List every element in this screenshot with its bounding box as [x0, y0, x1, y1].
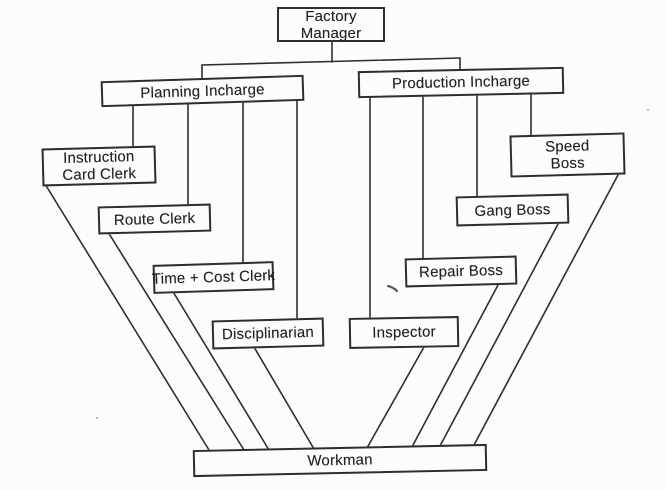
node-label: Instruction [62, 148, 135, 167]
scan-speck [96, 417, 98, 419]
edge-inspector-workman [366, 346, 425, 449]
node-route-clerk: Route Clerk [97, 203, 212, 235]
node-label: Inspector [372, 323, 436, 342]
edge-speed-boss-workman [473, 174, 619, 446]
edge-disciplinarian-workman [253, 346, 315, 450]
node-label: Repair Boss [418, 261, 504, 282]
node-label: Route Clerk [113, 209, 196, 229]
node-label: Speed [544, 137, 590, 156]
edge-gang-boss-workman [439, 223, 559, 447]
node-label: Boss [550, 154, 586, 173]
node-factory-manager: Factory Manager [277, 7, 385, 42]
node-label: Disciplinarian [221, 323, 315, 344]
node-label: Planning Incharge [140, 80, 265, 102]
node-label: Manager [300, 24, 362, 42]
node-label: Time + Cost Clerk [151, 267, 276, 288]
node-inspector: Inspector [348, 316, 460, 349]
node-label: Workman [307, 451, 373, 470]
node-time-cost-clerk: Time + Cost Clerk [151, 261, 276, 294]
node-label: Card Clerk [62, 165, 137, 184]
node-speed-boss: Speed Boss [509, 132, 626, 178]
node-label: Production Incharge [391, 72, 531, 93]
node-disciplinarian: Disciplinarian [211, 317, 325, 350]
scan-speck [646, 108, 650, 112]
edge-repair-boss-workman [411, 284, 499, 448]
node-repair-boss: Repair Boss [404, 255, 518, 288]
edge-time-cost-clerk-workman [171, 289, 270, 451]
node-instruction-card-clerk: Instruction Card Clerk [41, 145, 157, 187]
node-production-incharge: Production Incharge [357, 66, 565, 99]
node-label: Gang Boss [474, 200, 551, 220]
scan-artifact [386, 284, 399, 293]
edge-route-clerk-workman [107, 231, 245, 451]
node-gang-boss: Gang Boss [455, 193, 570, 227]
edge-instruction-card-clerk-workman [44, 183, 210, 451]
node-label: Factory [305, 7, 357, 25]
edge-top-rail [201, 57, 461, 66]
